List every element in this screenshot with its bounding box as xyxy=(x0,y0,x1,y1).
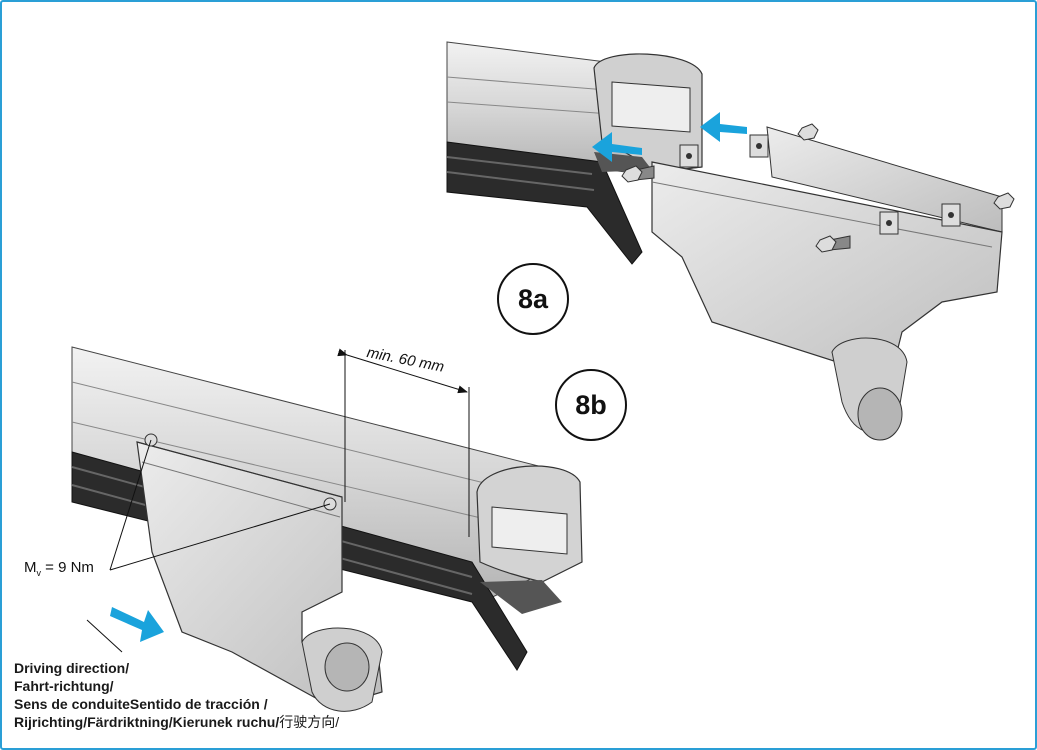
dimension-line xyxy=(337,348,470,537)
torque-value: = 9 Nm xyxy=(41,559,94,576)
torque-leader-lines xyxy=(109,439,331,571)
fig-8a-insert-arrows xyxy=(592,112,747,162)
torque-symbol: M xyxy=(24,559,37,576)
torque-subscript: v xyxy=(36,568,42,578)
figure-badge-8a: 8a xyxy=(497,263,569,335)
caption-line-4-languages: Rijrichting/Färdriktning/Kierunek ruchu/ xyxy=(14,714,280,730)
caption-line-1: Driving direction/ xyxy=(14,660,130,676)
driving-direction-arrow xyxy=(86,607,164,653)
fig-8a-profile xyxy=(446,41,703,265)
torque-label: Mv = 9 Nm xyxy=(24,559,94,578)
caption-line-3: Sens de conduiteSentido de tracción / xyxy=(14,696,268,712)
figure-badge-8b: 8b xyxy=(555,369,627,441)
fig-8b-bracket xyxy=(136,433,383,712)
figure-badge-8b-label: 8b xyxy=(575,389,607,420)
caption-line-2: Fahrt-richtung/ xyxy=(14,678,114,694)
caption-line-4-cjk: 行驶方向/ xyxy=(279,714,340,730)
caption-line-4: Rijrichting/Färdriktning/Kierunek ruchu/… xyxy=(14,713,339,731)
driving-direction-caption: Driving direction/ Fahrt-richtung/ Sens … xyxy=(14,659,339,731)
fig-8a-bracket xyxy=(621,123,1015,441)
figure-badge-8a-label: 8a xyxy=(517,283,549,314)
